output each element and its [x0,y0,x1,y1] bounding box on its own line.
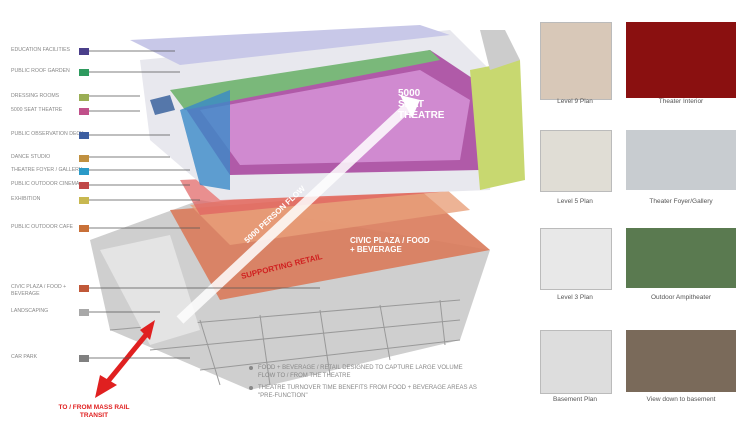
plan-thumbnail [540,22,612,100]
legend-swatch [79,168,89,175]
flow-arrowhead [400,95,420,118]
photo-thumbnail [626,22,736,98]
legend-swatch [79,182,89,189]
legend-label: EDUCATION FACILITIES [11,47,70,53]
theatre-label: 5000 SEAT THEATRE [398,88,445,121]
legend-label: EXHIBITION [11,196,41,202]
legend-label: PUBLIC OUTDOOR CINEMA [11,181,80,187]
legend-swatch [79,197,89,204]
transit-label: TO / FROM MASS RAIL TRANSIT [58,404,130,419]
transit-arrow [103,328,152,387]
legend-label: LANDSCAPING [11,308,49,314]
leader-lines [89,50,320,359]
legend-swatch [79,48,89,55]
landscaping [100,235,200,345]
photo-caption: Theater Foyer/Gallery [649,198,713,205]
plan-thumbnail [540,330,612,394]
legend-swatch [79,69,89,76]
legend-swatch [79,355,89,362]
legend-label: PUBLIC OBSERVATION DECK [11,131,84,137]
legend-label: DANCE STUDIO [11,154,51,160]
photo-caption: Outdoor Ampitheater [651,294,711,301]
roof-garden [170,50,440,110]
plan-caption: Level 5 Plan [557,198,593,205]
legend-swatch [79,225,89,232]
legend-label: THEATRE FOYER / GALLERY [11,167,83,173]
person-flow-arrow [176,101,414,324]
note-2: THEATRE TURNOVER TIME BENEFITS FROM FOOD… [249,385,477,399]
education-roof [130,25,450,65]
legend-label: DRESSING ROOMS [11,93,60,99]
photo-thumbnail [626,130,736,190]
dressing-rooms [470,60,525,190]
photo-thumbnail [626,228,736,288]
observation-deck [150,95,175,115]
transit-arrowhead-top [140,320,155,340]
plaza-label: CIVIC PLAZA / FOOD + BEVERAGE [350,236,430,254]
plan-caption: Level 9 Plan [557,98,593,105]
legend-label: 5000 SEAT THEATRE [11,107,63,113]
plan-caption: Basement Plan [552,396,598,403]
foyer-gallery [180,90,230,190]
transit-arrowhead [95,375,117,398]
legend-swatch [79,94,89,101]
photo-thumbnail [626,330,736,392]
photo-caption: Theater Interior [658,98,704,105]
legend-swatch [79,285,89,292]
plan-caption: Level 3 Plan [557,294,593,301]
stage-tower [480,30,520,70]
legend-label: CAR PARK [11,354,38,360]
legend-label: CIVIC PLAZA / FOOD + BEVERAGE [11,284,67,297]
legend-swatch [79,132,89,139]
legend-label: PUBLIC OUTDOOR CAFE [11,224,73,230]
plan-thumbnail [540,228,612,290]
photo-caption: View down to basement [646,396,716,403]
theatre-interior [200,70,470,165]
plan-thumbnail [540,130,612,192]
note-1: FOOD + BEVERAGE / RETAIL DESIGNED TO CAP… [249,364,478,380]
legend-label: PUBLIC ROOF GARDEN [11,68,70,74]
legend-swatch [79,309,89,316]
legend-swatch [79,108,89,115]
legend-swatch [79,155,89,162]
